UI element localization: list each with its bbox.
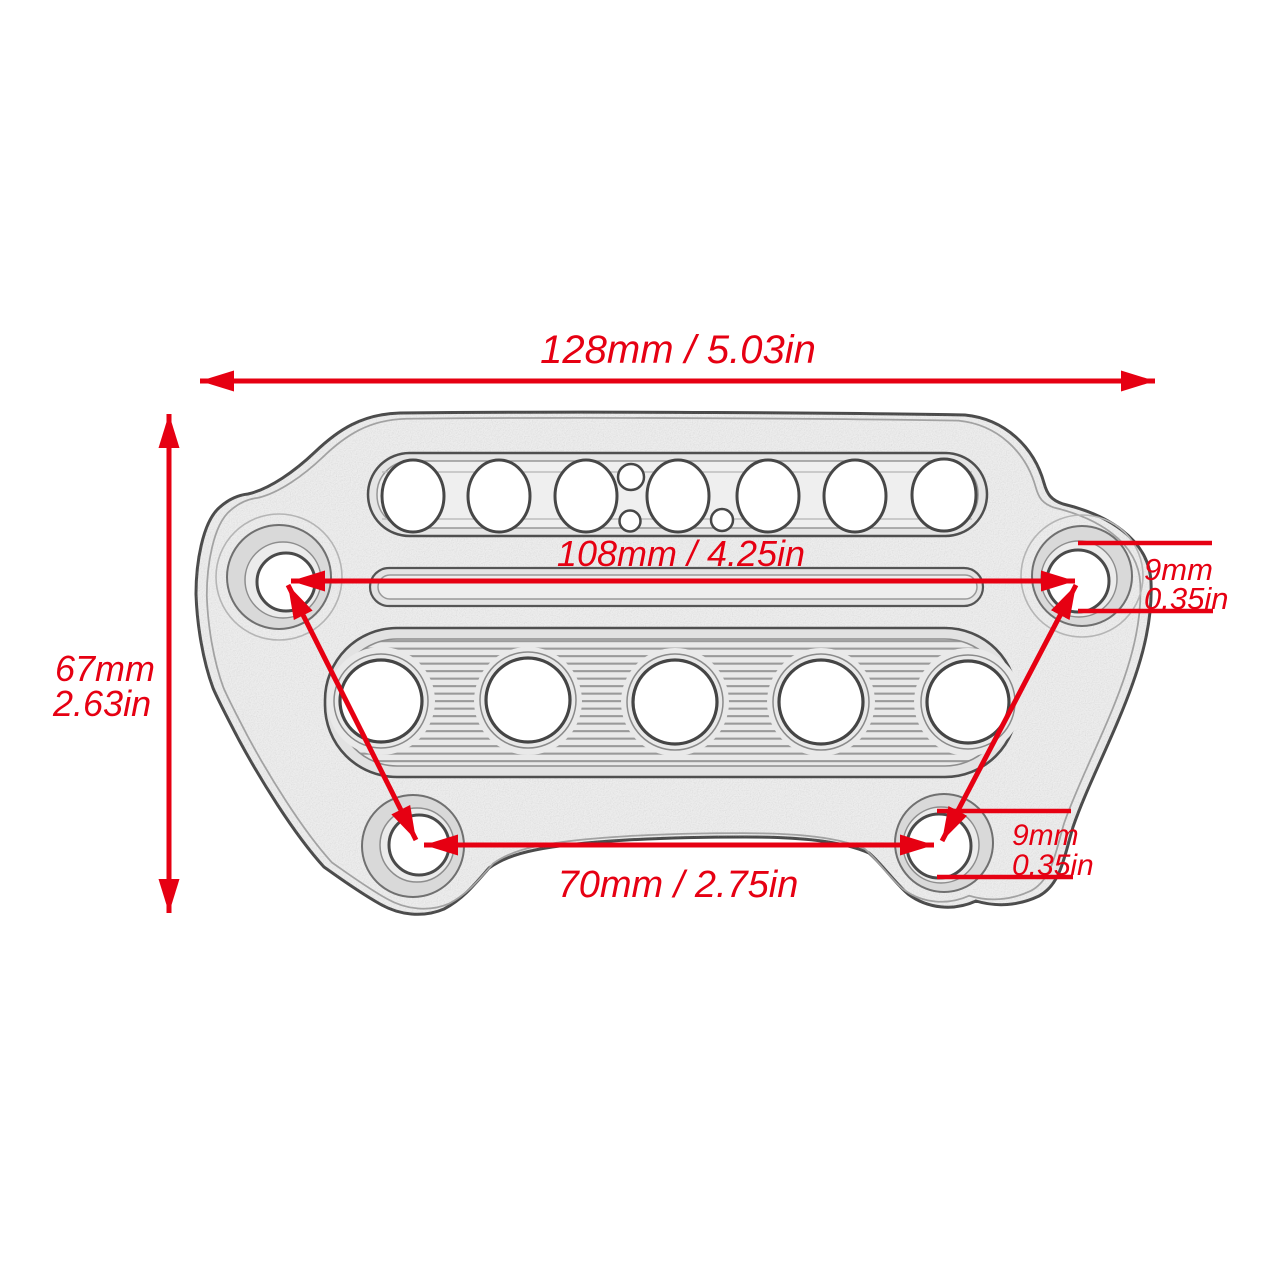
right-diagonal-bolt-pattern-line bbox=[939, 583, 1079, 843]
lower-right-hole-diameter-label-mm: 9mm bbox=[1012, 819, 1079, 852]
upper-slot-holes bbox=[380, 457, 978, 534]
upper-slot-small-holes bbox=[616, 462, 735, 533]
overall-height-label-mm: 67mm bbox=[55, 648, 155, 689]
dimension-annotations bbox=[158, 370, 1213, 913]
hole-diameter-leader-lines bbox=[937, 540, 1213, 880]
overall-height-label-in: 2.63in bbox=[52, 683, 151, 724]
left-diagonal-bolt-pattern-line bbox=[285, 583, 419, 842]
upper-right-hole-diameter-label-mm: 9mm bbox=[1144, 552, 1213, 587]
overall-width-label: 128mm / 5.03in bbox=[540, 328, 816, 372]
mounting-hole-top-left bbox=[215, 513, 343, 641]
upper-slot bbox=[366, 451, 989, 538]
dimension-labels: 128mm / 5.03in 67mm 2.63in 108mm / 4.25i… bbox=[52, 328, 1228, 906]
lower-hole-spacing-label: 70mm / 2.75in bbox=[558, 864, 799, 906]
upper-hole-spacing-label: 108mm / 4.25in bbox=[557, 533, 805, 574]
mounting-hole-top-right bbox=[1020, 514, 1144, 638]
lower-right-hole-diameter-label-in: 0.35in bbox=[1012, 849, 1094, 882]
upper-right-hole-diameter-label-in: 0.35in bbox=[1144, 581, 1228, 616]
lower-recess bbox=[323, 626, 1022, 779]
